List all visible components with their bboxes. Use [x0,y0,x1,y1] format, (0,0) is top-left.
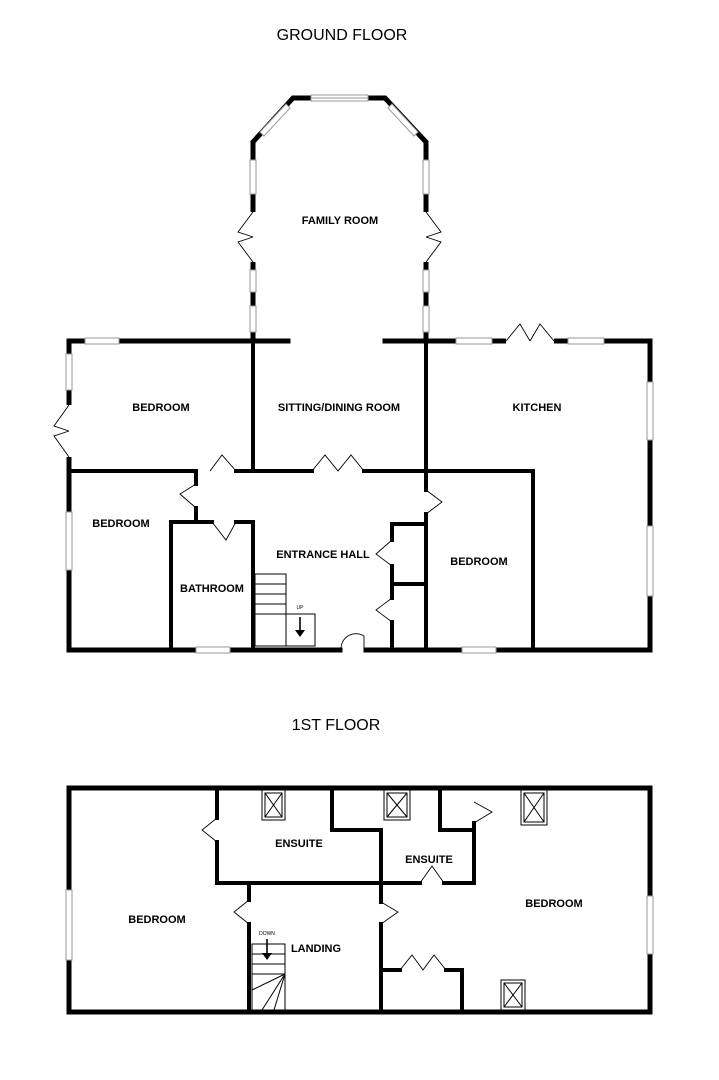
first-outer-walls [65,785,654,1015]
room-label-sitting-dining: SITTING/DINING ROOM [278,402,400,414]
ground-interior-walls [67,339,535,652]
room-label-bedroom-se: BEDROOM [450,556,507,568]
first-interior-walls [201,786,493,1014]
room-label-bathroom: BATHROOM [180,583,244,595]
family-room-walls [237,94,442,341]
room-label-ensuite-a: ENSUITE [275,838,323,850]
room-label-kitchen: KITCHEN [513,402,562,414]
stair-arrow-icon [295,630,305,637]
stair-down-label: DOWN [259,931,275,937]
first-floor: 1ST FLOOR [65,717,654,1015]
room-label-bedroom-w: BEDROOM [92,518,149,530]
stair-up-label: UP [297,605,305,611]
skylight-icon [261,789,286,821]
room-label-landing: LANDING [291,943,341,955]
skylight-icon [383,789,411,821]
room-label-entrance-hall: ENTRANCE HALL [276,549,370,561]
room-label-ensuite-b: ENSUITE [405,854,453,866]
room-label-family-room: FAMILY ROOM [302,215,378,227]
skylight-icon [500,979,526,1011]
first-stairs: DOWN [251,931,286,1011]
room-label-bedroom-nw: BEDROOM [132,402,189,414]
room-label-bedroom-w-first: BEDROOM [128,914,185,926]
skylight-icon [520,789,548,826]
room-label-bedroom-e-first: BEDROOM [525,898,582,910]
skylights [261,789,548,1011]
stair-arrow-icon [262,953,272,960]
ground-stairs: UP [254,573,316,647]
ground-floor: GROUND FLOOR [53,27,654,654]
ground-outer-walls [53,323,654,654]
ground-floor-title: GROUND FLOOR [277,27,408,44]
first-floor-title: 1ST FLOOR [292,717,381,734]
